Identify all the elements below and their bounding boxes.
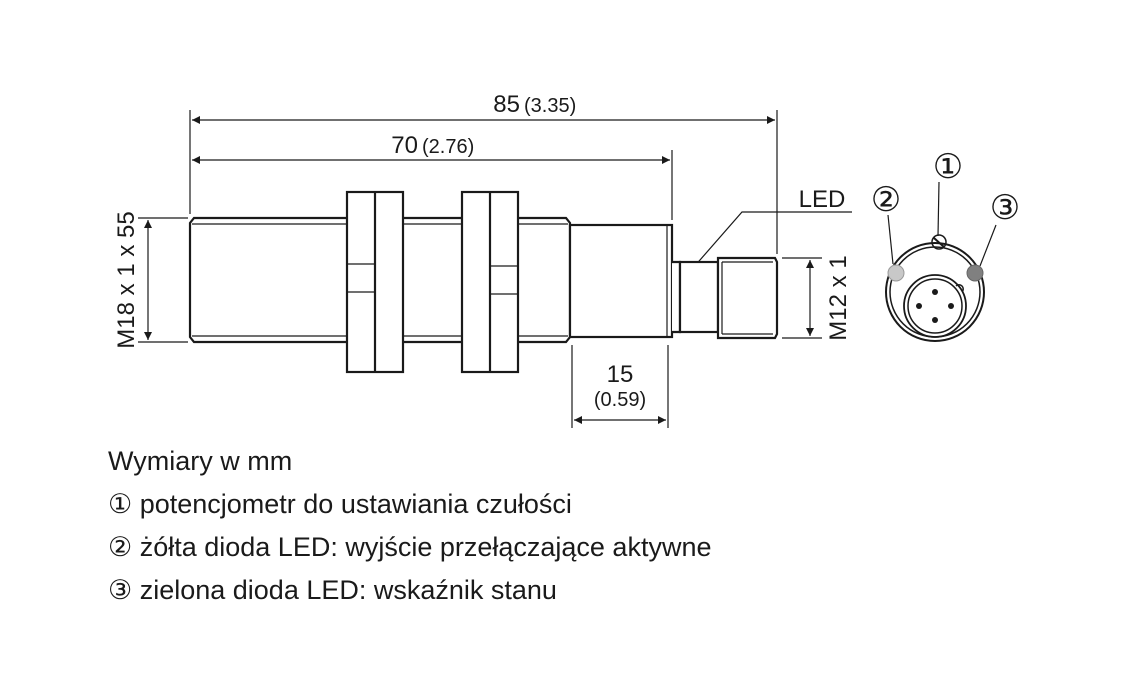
dim-70-in: (2.76) [422, 136, 474, 158]
green-led-icon [966, 264, 984, 282]
dimension-lines [138, 110, 852, 428]
yellow-led-icon [887, 264, 905, 282]
legend: Wymiary w mm ① potencjometr do ustawiani… [108, 440, 711, 612]
marker-2: ② [871, 181, 901, 219]
thread-m12-label: M12 x 1 [825, 255, 852, 340]
marker-1: ① [933, 148, 963, 186]
dim-70: 70 [391, 132, 418, 159]
mounting-nuts [345, 190, 520, 374]
dim-85: 85 [493, 91, 520, 118]
dim-15: 15 [607, 361, 634, 388]
thread-m18-label: M18 x 1 x 55 [113, 211, 140, 348]
legend-item-3: ③ zielona dioda LED: wskaźnik stanu [108, 575, 557, 605]
marker-3: ③ [990, 189, 1020, 227]
legend-item-1: ① potencjometr do ustawiania czułości [108, 489, 572, 519]
dim-15-in: (0.59) [594, 389, 646, 411]
led-label: LED [799, 186, 846, 213]
dim-85-in: (3.35) [524, 95, 576, 117]
potentiometer-icon [931, 234, 947, 250]
legend-title: Wymiary w mm [108, 446, 293, 476]
connector-end-view [885, 181, 997, 342]
legend-item-2: ② żółta dioda LED: wyjście przełączające… [108, 532, 712, 562]
